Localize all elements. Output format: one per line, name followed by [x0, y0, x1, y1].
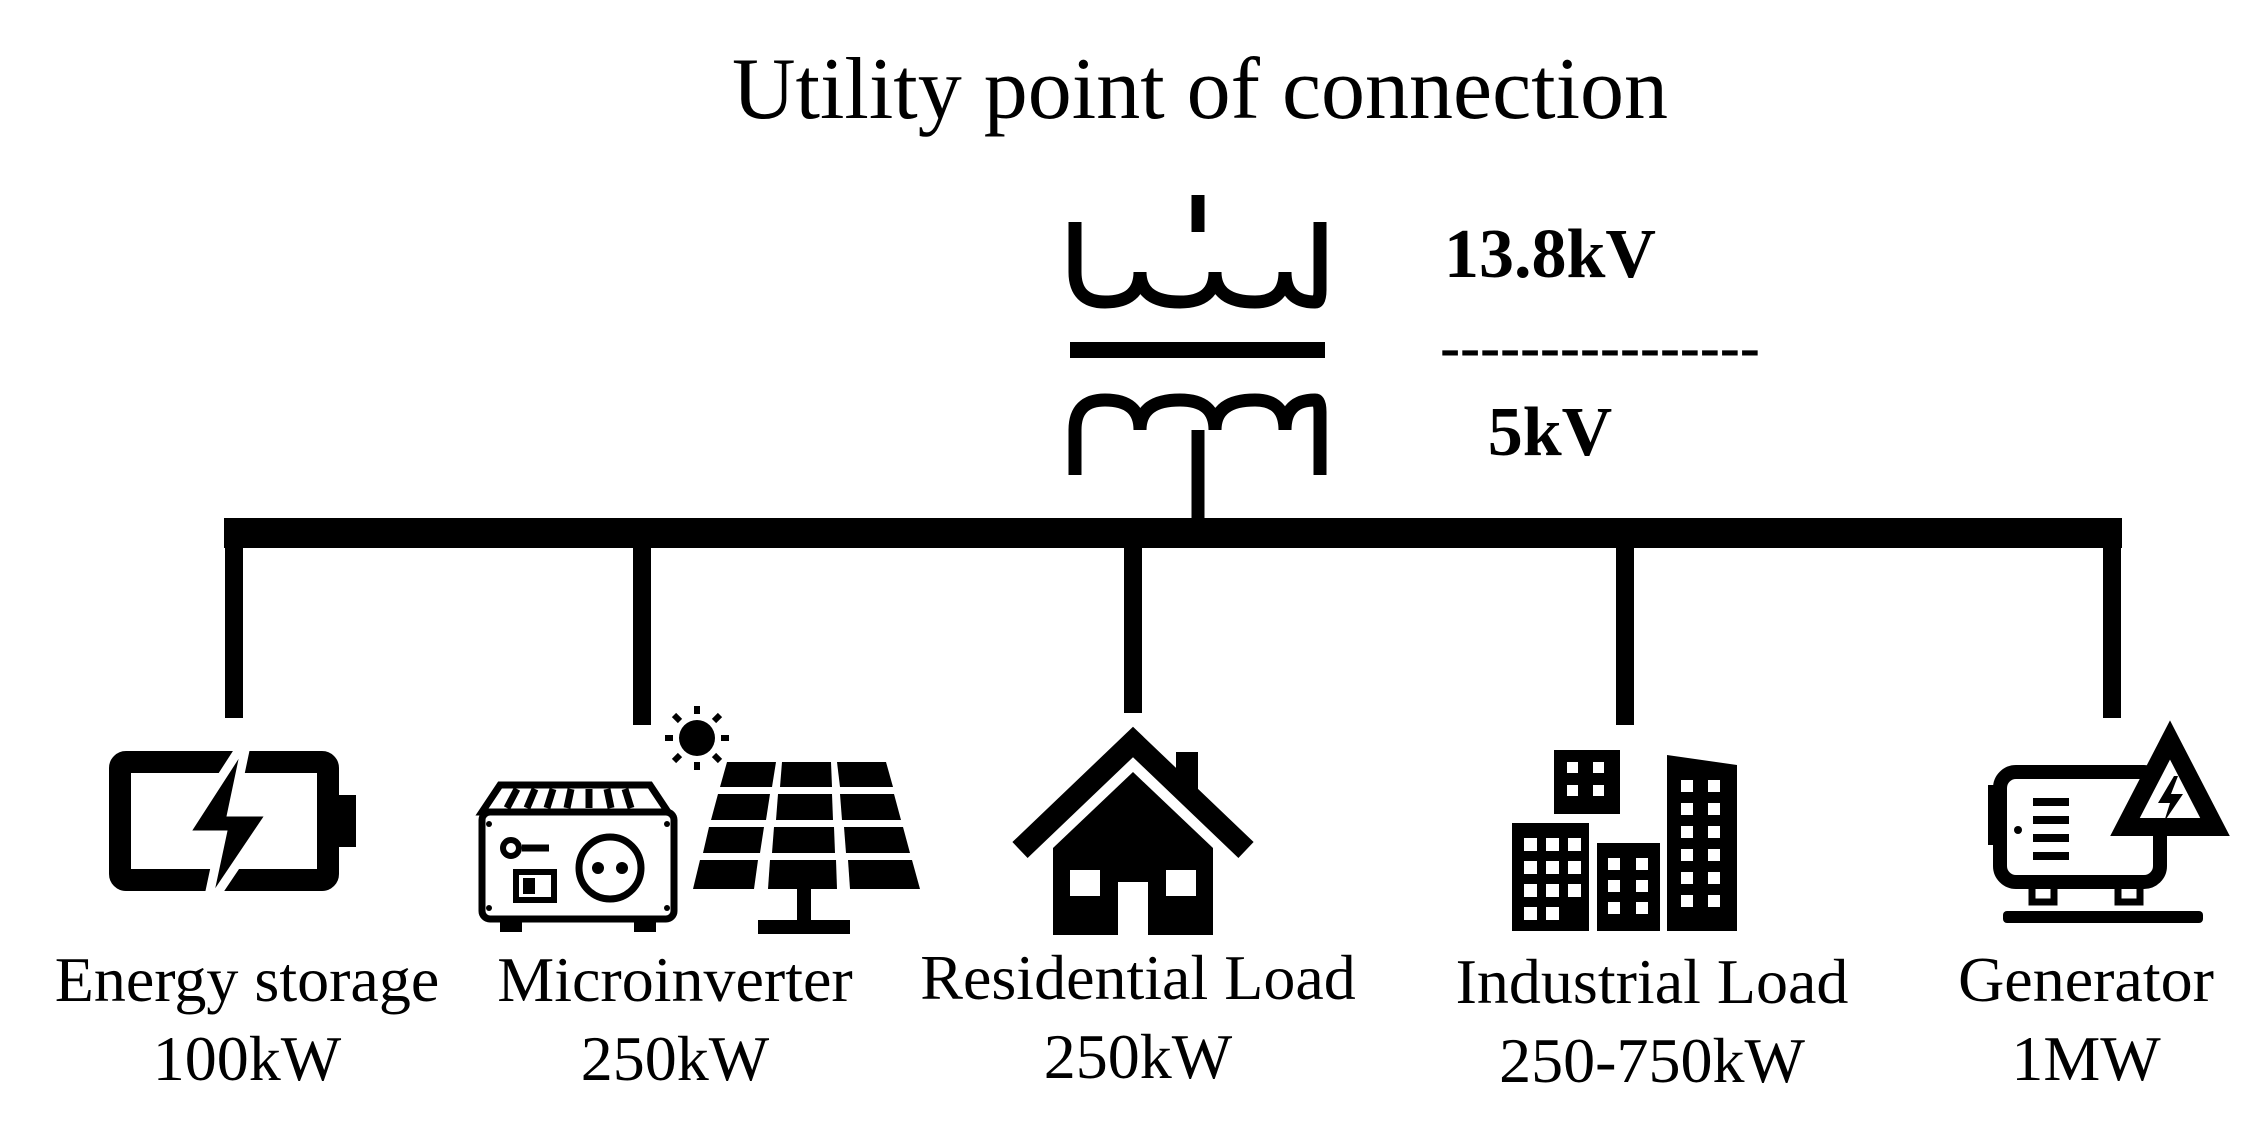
inverter-box-icon — [475, 781, 678, 932]
residential-load-name: Residential Load — [920, 942, 1355, 1013]
diagram-title: Utility point of connection — [732, 41, 1668, 138]
microinverter-name: Microinverter — [497, 944, 852, 1015]
microinverter-rating: 250kW — [581, 1023, 770, 1094]
energy-storage-name: Energy storage — [55, 944, 439, 1015]
generator-rating: 1MW — [2011, 1023, 2161, 1094]
generator-name: Generator — [1958, 944, 2214, 1015]
residential-load-rating: 250kW — [1044, 1021, 1233, 1092]
component-labels: Energy storage 100kW Microinverter 250kW… — [55, 942, 2214, 1096]
factory-buildings-icon — [1512, 750, 1737, 931]
solar-inverter-icon — [475, 706, 920, 934]
industrial-load-rating: 250-750kW — [1499, 1025, 1805, 1096]
generator-icon — [1988, 720, 2230, 923]
energy-storage-rating: 100kW — [153, 1023, 342, 1094]
industrial-load-name: Industrial Load — [1456, 946, 1849, 1017]
bus-bar — [224, 518, 2122, 725]
solar-panel-icon — [693, 762, 920, 934]
battery-icon — [109, 733, 356, 913]
transformer-primary-coil — [1068, 222, 1327, 309]
transformer-icon — [1068, 195, 1327, 520]
secondary-voltage-label: 5kV — [1488, 394, 1612, 471]
voltage-divider: ---------------- — [1440, 314, 1760, 380]
primary-voltage-label: 13.8kV — [1444, 216, 1656, 293]
house-icon — [1012, 726, 1254, 935]
sun-icon — [665, 706, 729, 770]
transformer-secondary-coil — [1068, 393, 1327, 475]
